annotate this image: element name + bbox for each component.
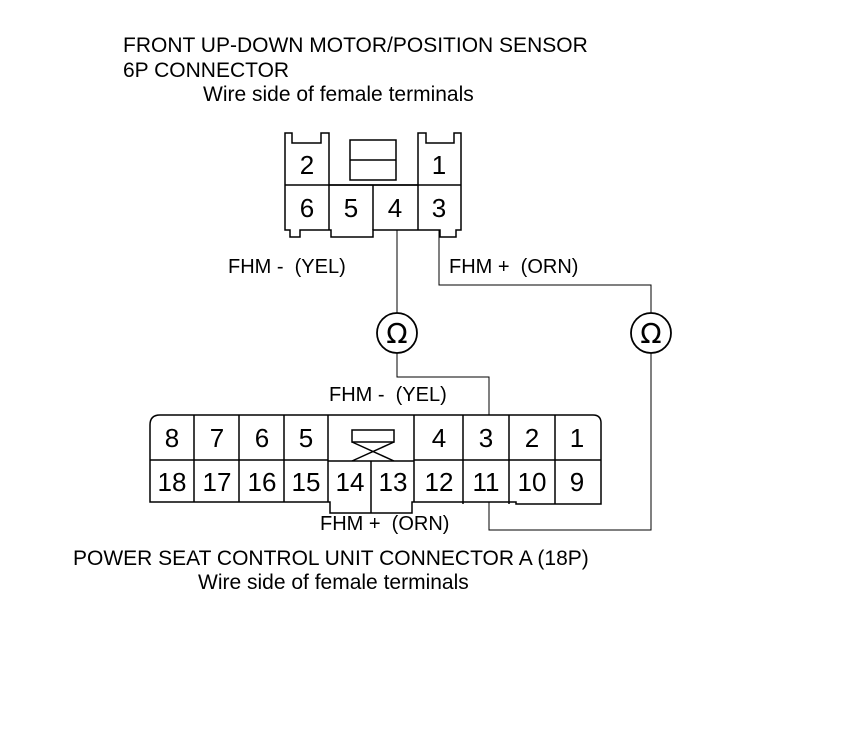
bottom-connector-title: POWER SEAT CONTROL UNIT CONNECTOR A (18P…	[73, 547, 589, 570]
top-connector-title-line2: 6P CONNECTOR	[123, 59, 290, 82]
bottom-pin-label: 17	[203, 467, 232, 497]
top-6p-connector	[284, 132, 462, 238]
top-pin-label: 1	[432, 150, 446, 180]
bottom-pin-label: 1	[570, 423, 584, 453]
bottom-pin-label: 8	[165, 423, 179, 453]
wire-label-fhm-plus-bottom: FHM + (ORN)	[320, 513, 450, 535]
top-pin-label: 3	[432, 193, 446, 223]
bottom-connector-outline	[149, 414, 602, 514]
bottom-pin-label: 2	[525, 423, 539, 453]
bottom-pin-label: 15	[292, 467, 321, 497]
bottom-pin-label: 14	[336, 467, 365, 497]
wire-label-fhm-minus-top: FHM - (YEL)	[228, 256, 346, 278]
bottom-connector-latch-cross	[351, 441, 395, 462]
wires	[396, 230, 652, 531]
bottom-pin-label: 9	[570, 467, 584, 497]
top-connector-pins: 2 1 6 5 4 3	[300, 150, 446, 223]
top-pin-label: 6	[300, 193, 314, 223]
bottom-pin-label: 4	[432, 423, 446, 453]
top-pin-label: 4	[388, 193, 402, 223]
bottom-pin-label: 6	[255, 423, 269, 453]
top-connector-title-line1: FRONT UP-DOWN MOTOR/POSITION SENSOR	[123, 34, 588, 57]
top-pin-label: 5	[344, 193, 358, 223]
wire-fhm-minus	[396, 230, 490, 415]
bottom-18p-connector	[149, 414, 602, 514]
bottom-pin-label: 18	[158, 467, 187, 497]
top-connector-outline	[284, 132, 462, 238]
bottom-connector-latch	[351, 429, 395, 443]
bottom-pin-label: 12	[425, 467, 454, 497]
ohmmeter-left: Ω	[376, 312, 418, 354]
bottom-pin-label: 3	[479, 423, 493, 453]
bottom-pin-label: 11	[473, 467, 500, 497]
top-pin-label: 2	[300, 150, 314, 180]
bottom-pin-label: 10	[518, 467, 547, 497]
ohmmeter-icon	[376, 312, 418, 354]
ohmmeter-icon	[630, 312, 672, 354]
ohm-symbol: Ω	[386, 317, 407, 350]
bottom-pin-label: 16	[248, 467, 277, 497]
ohm-symbol: Ω	[640, 317, 661, 350]
wire-label-fhm-minus-bottom: FHM - (YEL)	[329, 384, 447, 406]
bottom-pin-label: 7	[210, 423, 224, 453]
wire-fhm-plus	[438, 230, 652, 531]
bottom-connector-subtitle: Wire side of female terminals	[198, 571, 469, 594]
wire-label-fhm-plus-top: FHM + (ORN)	[449, 256, 579, 278]
bottom-pin-label: 13	[379, 467, 408, 497]
bottom-connector-pins: 8 7 6 5 4 3 2 1 18 17 16 15 14 13 12 11 …	[158, 423, 585, 497]
ohmmeter-right: Ω	[630, 312, 672, 354]
bottom-pin-label: 5	[299, 423, 313, 453]
top-connector-subtitle: Wire side of female terminals	[203, 83, 474, 106]
